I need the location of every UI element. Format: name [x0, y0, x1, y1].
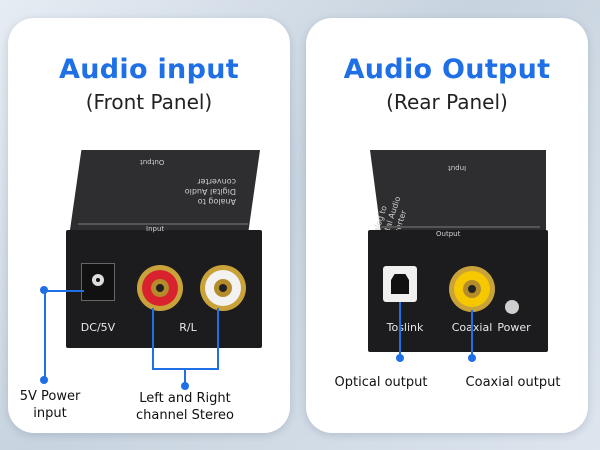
- rear-title: Audio Output: [343, 54, 551, 85]
- rear-box-top-input-label: Input: [448, 164, 467, 172]
- port-dc-label: DC/5V: [80, 321, 116, 334]
- rear-subtitle: (Rear Panel): [386, 90, 508, 114]
- front-subtitle: (Front Panel): [85, 90, 213, 114]
- port-toslink-label: Toslink: [386, 321, 424, 334]
- front-title: Audio input: [59, 54, 239, 85]
- box-top-output-label: Output: [140, 158, 165, 166]
- callout-coaxial-output: Coaxial output: [465, 375, 561, 390]
- rca-red-jack: [137, 265, 183, 311]
- dc-power-jack: [81, 263, 115, 301]
- callout-optical-output: Optical output: [334, 375, 428, 390]
- power-led: [505, 300, 519, 314]
- port-rl-label: R/L: [179, 321, 197, 334]
- rca-white-jack: [200, 265, 246, 311]
- callout-power-input: 5V Power input: [19, 389, 81, 421]
- box-input-label: Input: [146, 225, 165, 233]
- box-top-text: Analog to Digital Audio converter: [184, 177, 236, 206]
- toslink-port: [383, 266, 417, 302]
- port-power-label: Power: [497, 321, 531, 334]
- rca-yellow-jack: [449, 266, 495, 312]
- rear-box-output-label: Output: [436, 230, 461, 238]
- rear-panel-card: Audio Output (Rear Panel) Input Analog t…: [306, 18, 588, 433]
- front-panel-card: Audio input (Front Panel) Output Analog …: [8, 18, 290, 433]
- callout-stereo: Left and Right channel Stereo: [136, 391, 234, 423]
